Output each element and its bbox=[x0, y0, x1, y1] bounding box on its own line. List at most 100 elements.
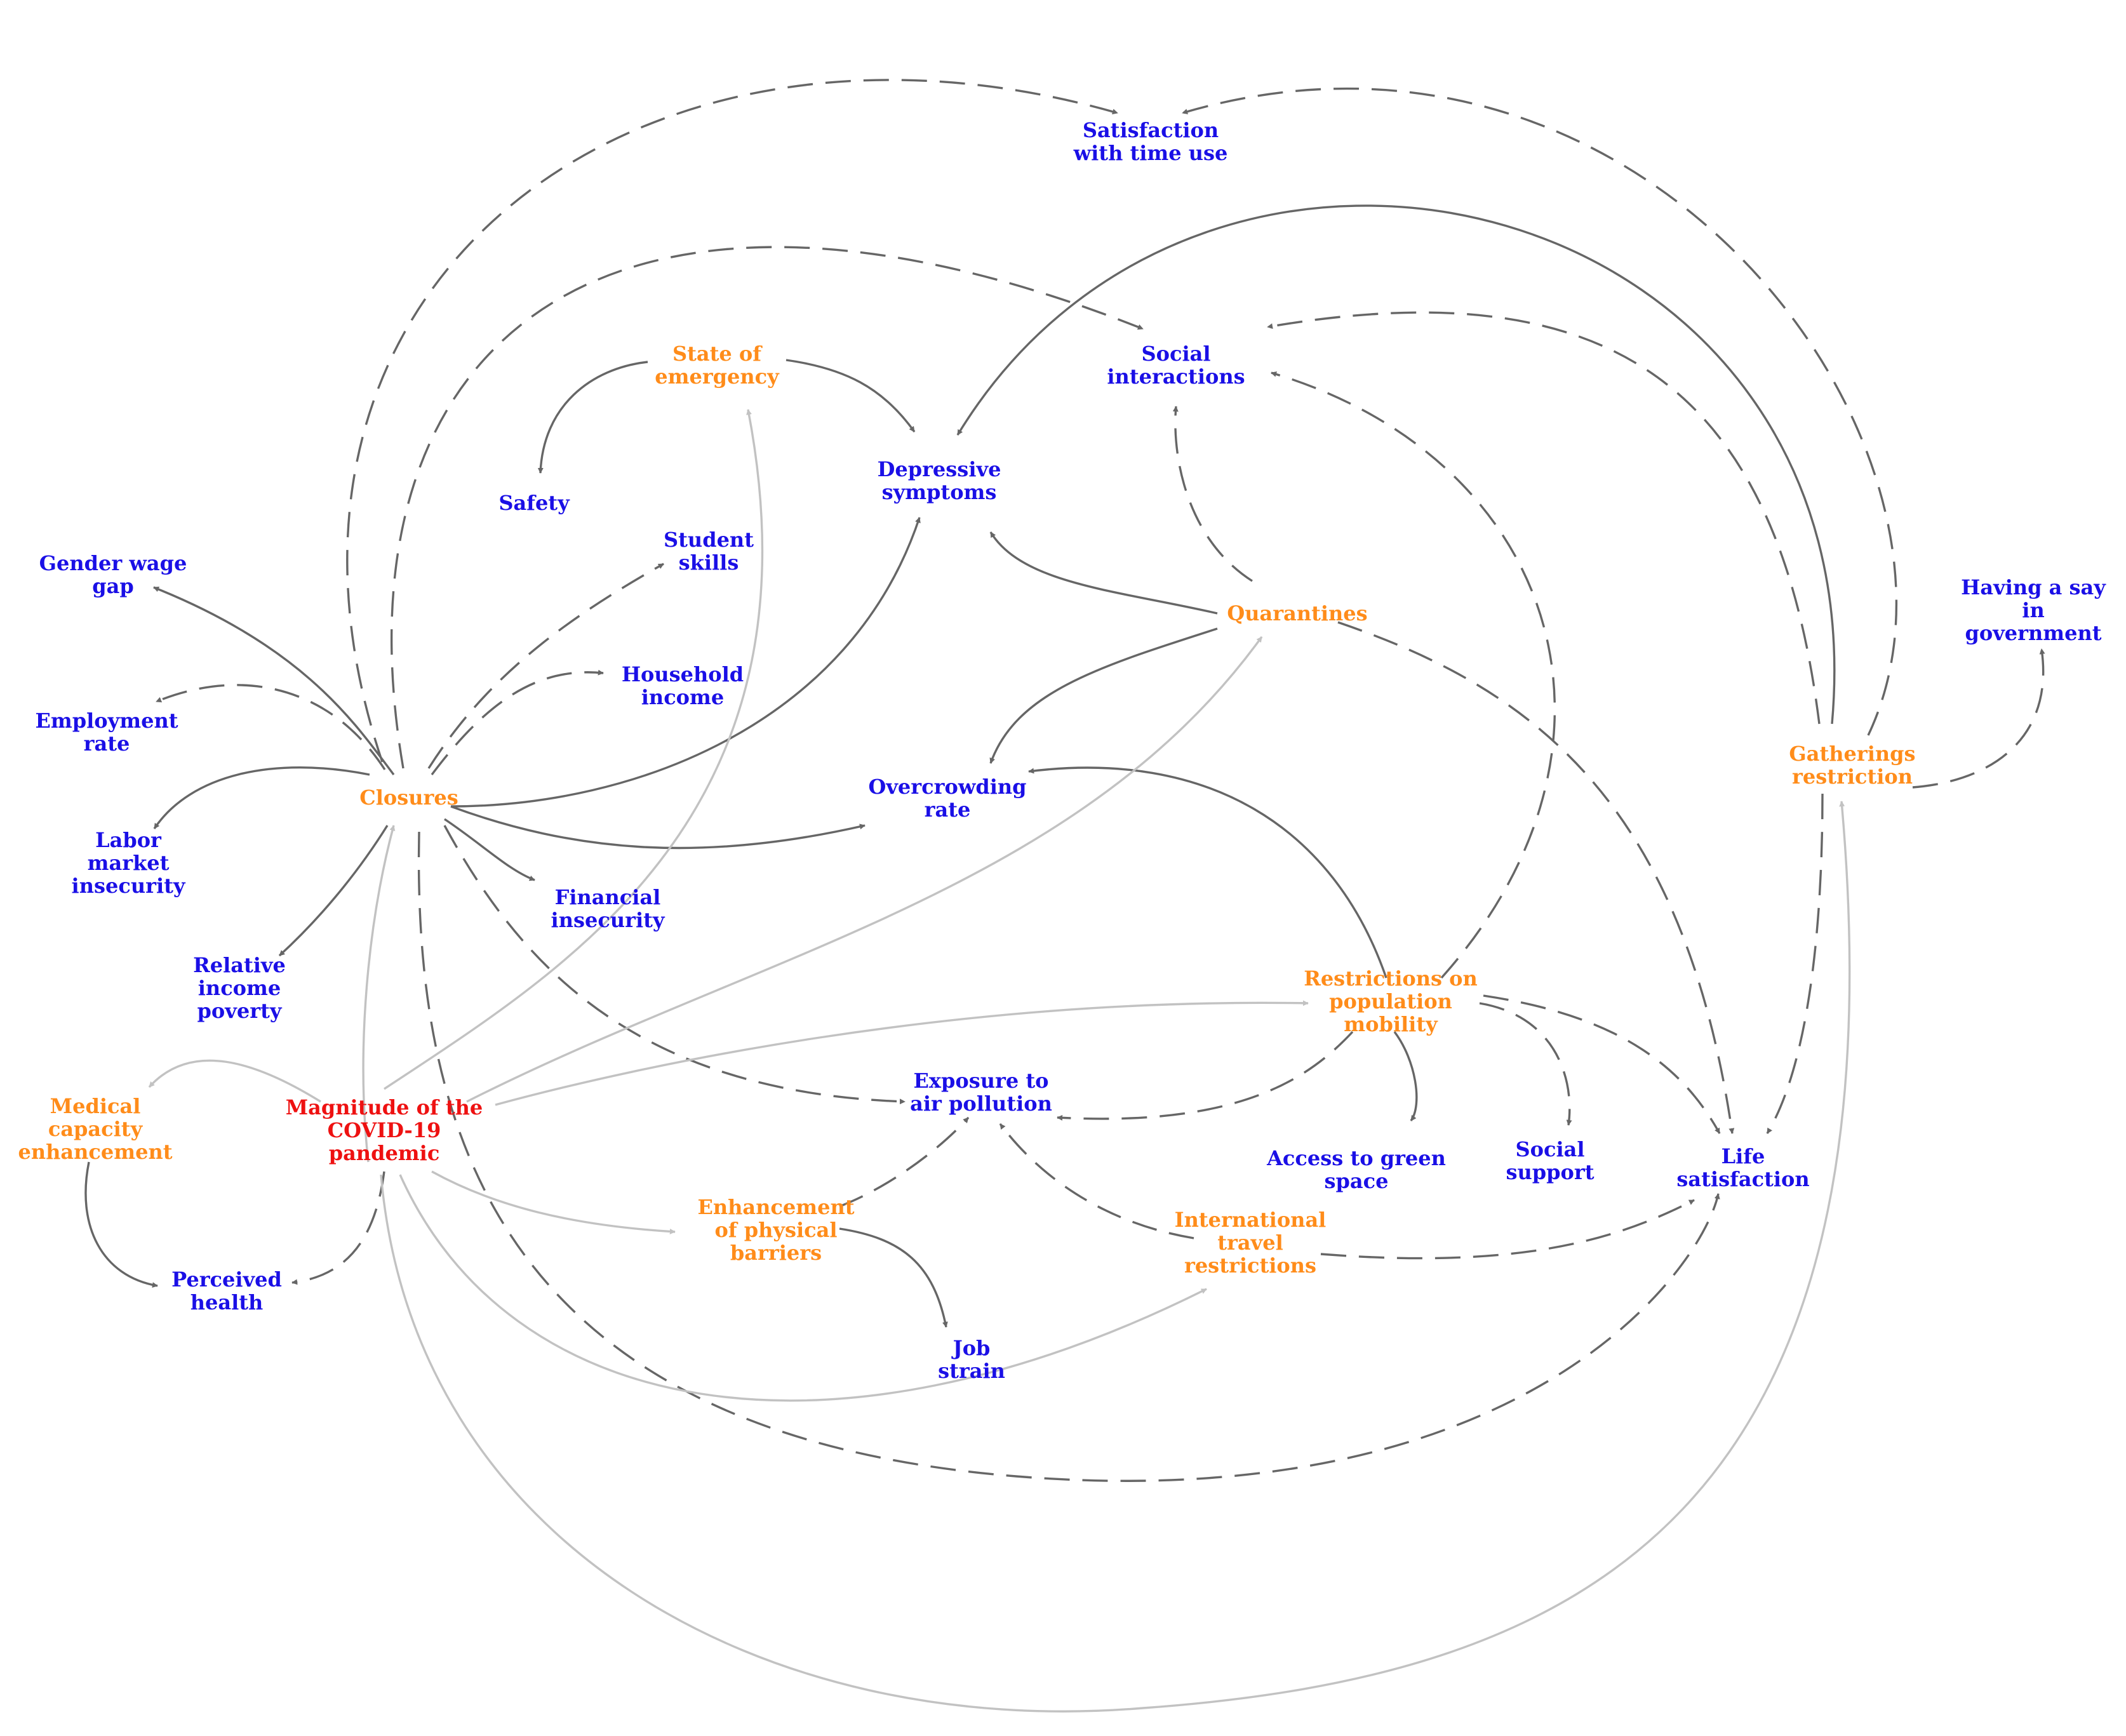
edge-state-emergency-to-safety bbox=[537, 361, 648, 474]
edge-closures-to-financial bbox=[444, 818, 535, 881]
node-satisfaction-time-line: Satisfaction bbox=[1083, 118, 1219, 142]
node-closures-line: Closures bbox=[359, 785, 458, 810]
node-green-space-line: Access to green bbox=[1266, 1146, 1446, 1170]
node-perceived-health-line: health bbox=[191, 1290, 264, 1314]
node-household-income-line: Household bbox=[622, 662, 744, 686]
edge-closures-to-employment bbox=[156, 684, 386, 770]
node-magnitude-line: pandemic bbox=[329, 1141, 440, 1165]
node-gender-gap-line: gap bbox=[92, 574, 133, 598]
edge-closures-to-household-income bbox=[431, 669, 604, 776]
node-financial-line: insecurity bbox=[551, 908, 665, 932]
edge-gatherings-to-social-interactions bbox=[1267, 311, 1821, 724]
node-relative-income-line: income bbox=[198, 976, 281, 1000]
edge-closures-to-social-interactions bbox=[390, 246, 1144, 769]
edge-quarantines-to-life-satisfaction bbox=[1337, 621, 1735, 1134]
edge-closures-to-life-satisfaction bbox=[417, 831, 1720, 1482]
node-gatherings-line: restriction bbox=[1792, 765, 1913, 789]
node-magnitude-line: COVID-19 bbox=[328, 1118, 441, 1142]
node-physical-barriers-line: of physical bbox=[714, 1218, 837, 1242]
edge-magnitude-to-restrictions-mobility bbox=[495, 1000, 1309, 1106]
node-gender-gap-line: Gender wage bbox=[39, 551, 187, 575]
node-depressive-line: symptoms bbox=[882, 480, 997, 504]
node-perceived-health-line: Perceived bbox=[171, 1267, 282, 1292]
edge-closures-to-labor bbox=[153, 766, 370, 829]
node-labor-line: market bbox=[88, 851, 170, 875]
node-overcrowding-line: rate bbox=[925, 798, 971, 822]
edge-physical-barriers-to-job-strain bbox=[839, 1227, 948, 1328]
edge-magnitude-to-medical bbox=[148, 1059, 321, 1103]
node-international-line: International bbox=[1175, 1208, 1327, 1232]
node-labor-line: insecurity bbox=[72, 874, 186, 898]
edge-quarantines-to-social-interactions bbox=[1172, 406, 1253, 582]
edge-magnitude-to-physical-barriers bbox=[431, 1170, 676, 1234]
edge-international-to-exposure bbox=[999, 1123, 1194, 1239]
node-relative-income-line: poverty bbox=[197, 999, 283, 1023]
node-depressive-line: Depressive bbox=[878, 457, 1001, 481]
node-magnitude-line: Magnitude of the bbox=[286, 1095, 483, 1119]
edge-gatherings-to-life-satisfaction bbox=[1766, 793, 1824, 1134]
node-social-interactions-line: Social bbox=[1142, 342, 1211, 366]
node-having-say-line: government bbox=[1965, 621, 2101, 645]
node-job-strain-line: strain bbox=[938, 1359, 1005, 1383]
node-student-skills-line: Student bbox=[664, 528, 754, 552]
node-social-support-line: support bbox=[1506, 1160, 1594, 1184]
node-employment-line: Employment bbox=[36, 709, 178, 733]
node-overcrowding-line: Overcrowding bbox=[868, 775, 1026, 799]
edge-restrictions-mobility-to-exposure bbox=[1057, 1031, 1354, 1121]
edge-magnitude-to-international bbox=[399, 1174, 1207, 1402]
edge-restrictions-mobility-to-life-satisfaction bbox=[1483, 994, 1721, 1134]
node-state-emergency-line: State of bbox=[672, 342, 763, 366]
node-household-income-line: income bbox=[641, 685, 724, 709]
edge-gatherings-to-satisfaction-time bbox=[1182, 87, 1898, 736]
edge-closures-to-satisfaction-time bbox=[346, 79, 1118, 763]
node-social-support-line: Social bbox=[1516, 1137, 1585, 1161]
node-quarantines: Quarantines bbox=[1227, 601, 1367, 625]
edge-closures-to-student-skills bbox=[427, 563, 664, 769]
edge-restrictions-mobility-to-green-space bbox=[1393, 1031, 1418, 1121]
node-financial-line: Financial bbox=[555, 885, 661, 909]
node-restrictions-mobility-line: mobility bbox=[1344, 1012, 1438, 1036]
node-closures: Closures bbox=[359, 785, 458, 810]
node-international-line: restrictions bbox=[1184, 1253, 1316, 1278]
edge-quarantines-to-depressive bbox=[989, 531, 1218, 615]
edge-restrictions-mobility-to-social-interactions bbox=[1271, 371, 1556, 979]
node-green-space-line: space bbox=[1325, 1169, 1389, 1193]
node-restrictions-mobility-line: Restrictions on bbox=[1304, 966, 1478, 991]
edge-state-emergency-to-depressive bbox=[786, 359, 916, 432]
edge-international-to-life-satisfaction bbox=[1320, 1199, 1695, 1260]
node-medical-line: enhancement bbox=[18, 1140, 173, 1164]
edge-gatherings-to-depressive bbox=[956, 204, 1836, 724]
node-having-say-line: Having a say bbox=[1961, 575, 2106, 599]
edge-restrictions-mobility-to-social-support bbox=[1479, 1002, 1572, 1126]
edge-magnitude-to-state-emergency bbox=[384, 409, 764, 1090]
node-employment-line: rate bbox=[84, 731, 130, 756]
node-quarantines-line: Quarantines bbox=[1227, 601, 1367, 625]
node-medical-line: capacity bbox=[48, 1117, 144, 1141]
node-job-strain-line: Job bbox=[951, 1336, 991, 1360]
node-safety-line: Safety bbox=[498, 491, 570, 515]
node-satisfaction-time-line: with time use bbox=[1073, 141, 1228, 165]
node-relative-income-line: Relative bbox=[193, 953, 286, 977]
edge-medical-to-perceived-health bbox=[84, 1161, 158, 1288]
node-physical-barriers-line: barriers bbox=[730, 1241, 822, 1265]
